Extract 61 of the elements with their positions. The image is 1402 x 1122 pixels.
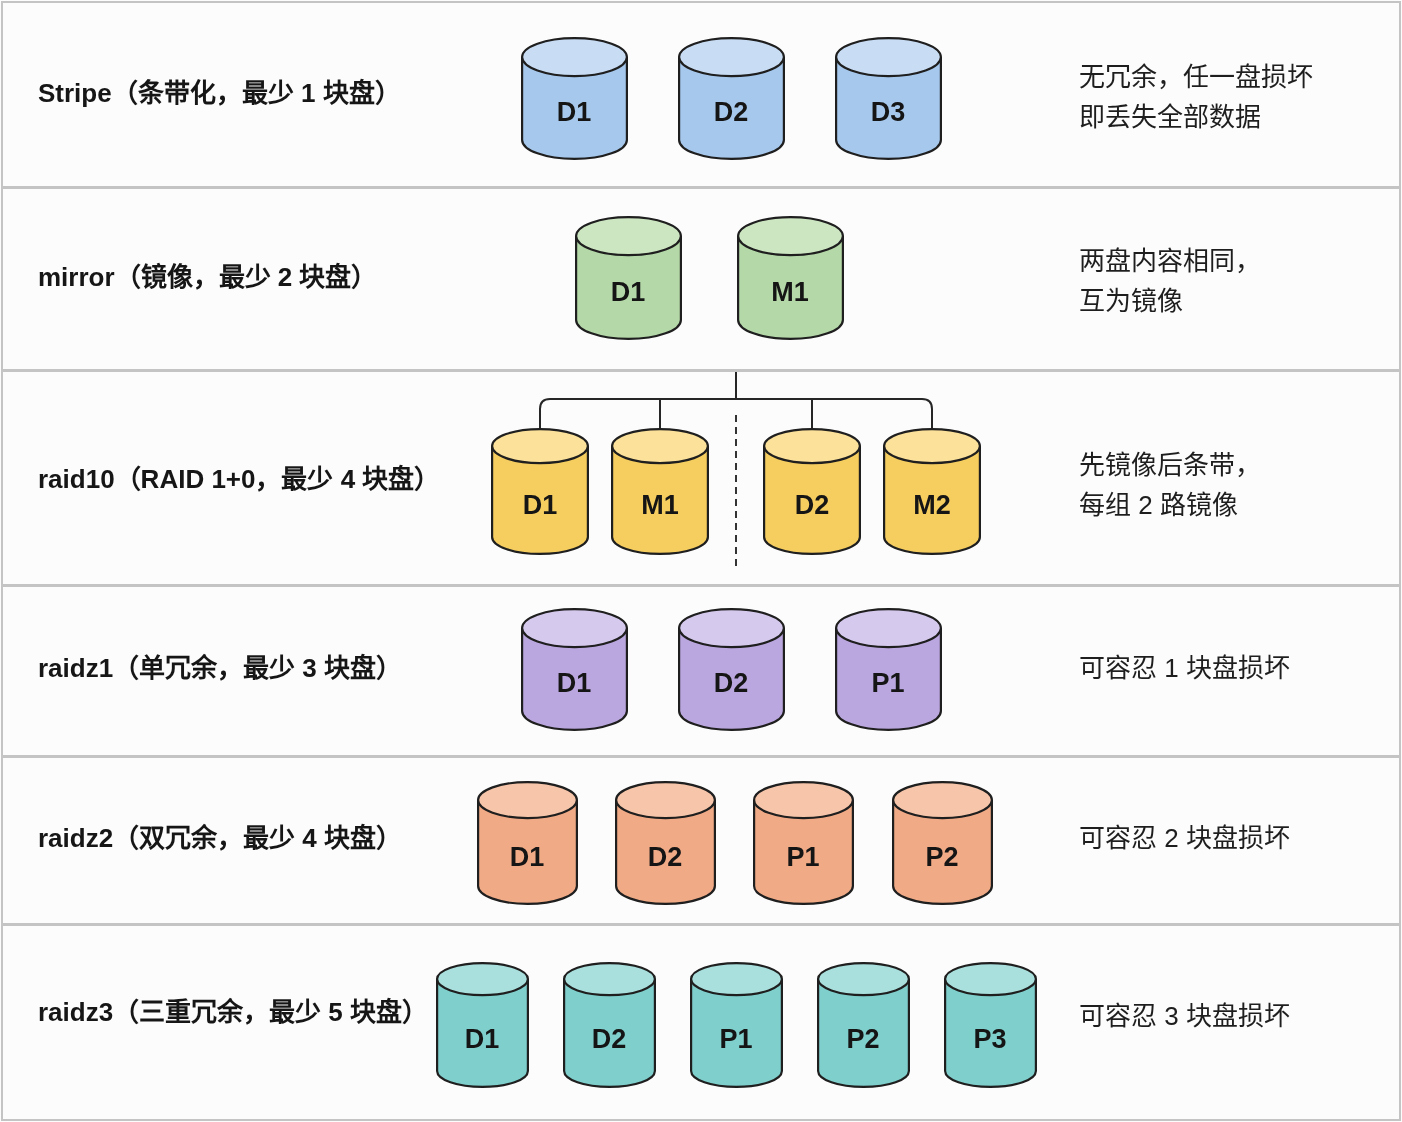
- disk-cylinder: [611, 428, 709, 555]
- row-description: 先镜像后条带，每组 2 路镜像: [1079, 449, 1262, 522]
- disk-label: P2: [925, 842, 959, 872]
- disk-cylinder: [736, 216, 844, 340]
- disk-label: D3: [870, 97, 906, 127]
- table-row: [1, 923, 1401, 1121]
- connector-line: [735, 371, 933, 429]
- disk-label: D1: [509, 842, 545, 872]
- disk-label: M1: [641, 490, 679, 520]
- disk-cylinder: [677, 37, 785, 160]
- disk-label: D1: [522, 490, 558, 520]
- row-title: raid10（RAID 1+0，最少 4 块盘）: [38, 463, 441, 496]
- row-description: 无冗余，任一盘损坏即丢失全部数据: [1079, 61, 1314, 134]
- table-row: [1, 186, 1401, 372]
- disk-cylinder: [491, 428, 589, 555]
- disk-label: P3: [973, 1024, 1007, 1054]
- row-title: raidz2（双冗余，最少 4 块盘）: [38, 822, 403, 855]
- disk-label: P1: [719, 1024, 753, 1054]
- disk-cylinder: [476, 781, 578, 905]
- disk-label: D2: [713, 668, 749, 698]
- disk-cylinder: [816, 962, 910, 1088]
- disk-cylinder: [752, 781, 854, 905]
- disk-label: D2: [713, 97, 749, 127]
- disk-cylinder: [883, 428, 981, 555]
- row-title: Stripe（条带化，最少 1 块盘）: [38, 77, 401, 110]
- disk-cylinder: [891, 781, 993, 905]
- disk-label: P1: [786, 842, 820, 872]
- disk-cylinder: [763, 428, 861, 555]
- disk-cylinder: [520, 37, 628, 160]
- disk-label: D1: [610, 277, 646, 307]
- row-title: mirror（镜像，最少 2 块盘）: [38, 261, 378, 294]
- disk-label: D1: [556, 668, 592, 698]
- row-title: raidz1（单冗余，最少 3 块盘）: [38, 652, 403, 685]
- disk-cylinder: [562, 962, 656, 1088]
- row-description: 两盘内容相同，互为镜像: [1079, 245, 1262, 318]
- disk-cylinder: [435, 962, 529, 1088]
- disk-cylinder: [677, 608, 785, 731]
- table-row: [1, 369, 1401, 587]
- table-row: [1, 755, 1401, 926]
- disk-label: D2: [647, 842, 683, 872]
- disk-label: M2: [913, 490, 951, 520]
- disk-label: P2: [846, 1024, 880, 1054]
- table-row: [1, 1, 1401, 189]
- row-description: 可容忍 3 块盘损坏: [1079, 1000, 1291, 1033]
- disk-label: D2: [794, 490, 830, 520]
- disk-label: D1: [464, 1024, 500, 1054]
- disk-label: M1: [771, 277, 809, 307]
- disk-cylinder: [834, 608, 942, 731]
- table-row: [1, 584, 1401, 758]
- disk-cylinder: [614, 781, 716, 905]
- disk-cylinder: [520, 608, 628, 731]
- disk-cylinder: [943, 962, 1037, 1088]
- disk-cylinder: [689, 962, 783, 1088]
- disk-label: D1: [556, 97, 592, 127]
- disk-label: P1: [871, 668, 905, 698]
- row-description: 可容忍 2 块盘损坏: [1079, 822, 1291, 855]
- disk-cylinder: [574, 216, 682, 340]
- disk-label: D2: [591, 1024, 627, 1054]
- row-description: 可容忍 1 块盘损坏: [1079, 652, 1291, 685]
- row-title: raidz3（三重冗余，最少 5 块盘）: [38, 996, 429, 1029]
- disk-cylinder: [834, 37, 942, 160]
